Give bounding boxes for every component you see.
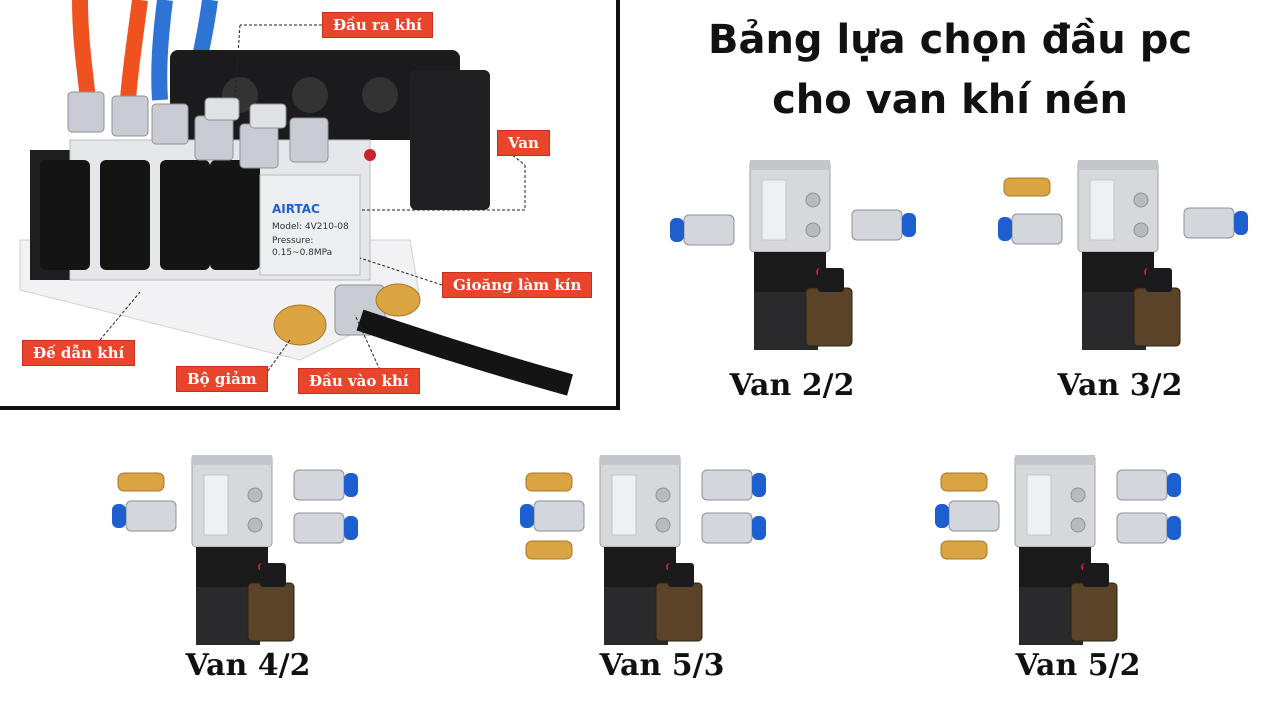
brand-logo: AIRTAC [272,202,320,216]
callout-gasket: Gioăng làm kín [442,272,593,298]
valve-label-5-2: Van 5/2 [1015,648,1141,683]
pressure-value: 0.15~0.8MPa [272,248,333,258]
pressure-text: Pressure: [272,236,314,246]
valve-manifold-photo: AIRTAC Model: 4V210-08 Pressure: 0.15~0.… [0,0,620,410]
coil-label-block [410,70,490,210]
page-title-line2: cho van khí nén [772,77,1128,123]
callout-manifold: Đế dẫn khí [22,340,136,366]
callout-valve: Van [497,130,550,156]
callout-inlet: Đầu vào khí [298,368,420,394]
valve-3-2-illustration [998,160,1248,350]
black-hose [356,309,573,396]
muffler-brass [273,304,327,346]
top-fittings [67,91,329,169]
valve-label-3-2: Van 3/2 [1057,368,1183,403]
manifold-illustration [19,0,573,396]
valve-label-2-2: Van 2/2 [729,368,855,403]
orange-hose [120,0,148,101]
valve-label-4-2: Van 4/2 [185,648,311,683]
model-text: Model: 4V210-08 [272,222,349,232]
valve-5-3-illustration [520,455,766,645]
page-title-line1: Bảng lựa chọn đầu pc [707,17,1193,63]
valve-4-2-illustration [112,455,358,645]
callout-muffler: Bộ giảm [176,366,268,392]
valve-5-2-illustration [935,455,1181,645]
valve-2-2-illustration [670,160,916,350]
orange-hose [72,0,96,101]
blue-hose [151,0,173,101]
valve-label-5-3: Van 5/3 [599,648,725,683]
callout-outlet: Đầu ra khí [322,12,433,38]
